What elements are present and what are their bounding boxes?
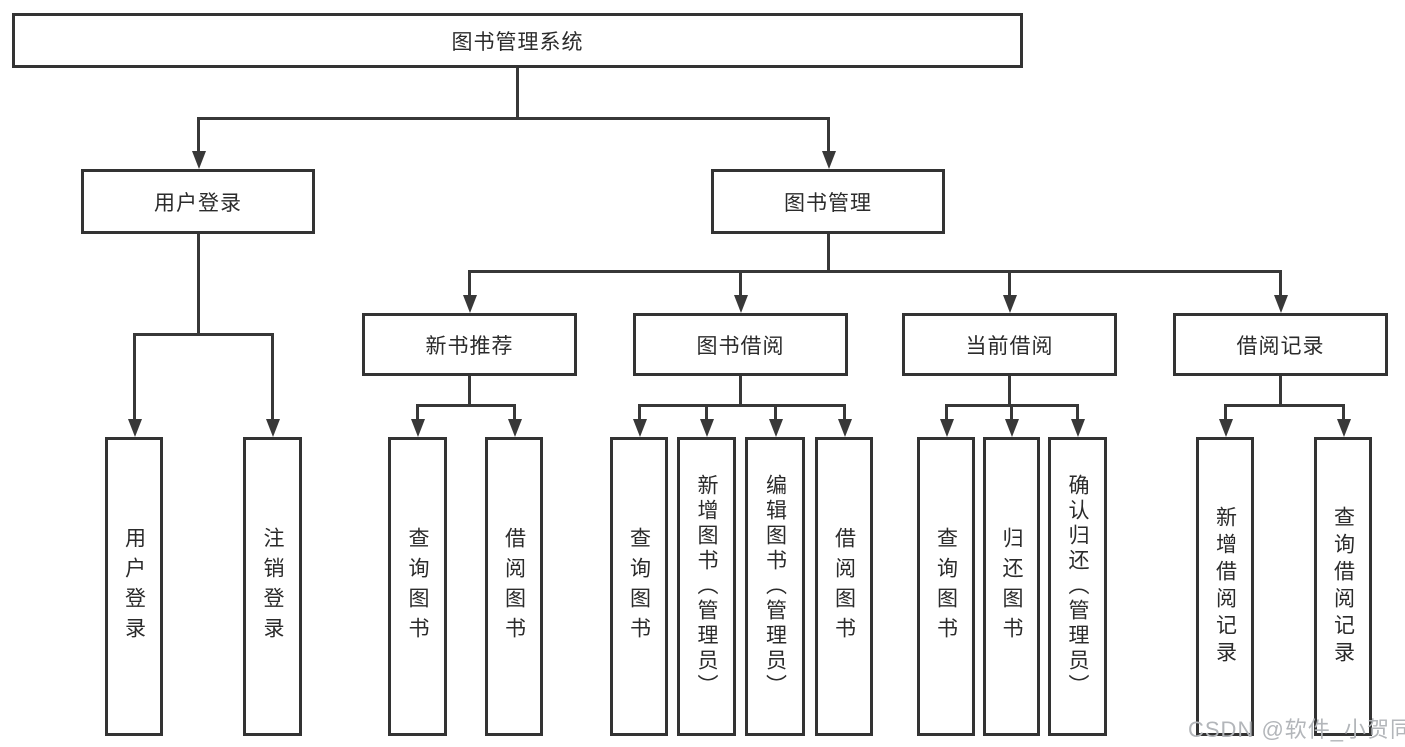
arrow-down-icon: [822, 151, 836, 169]
connector-drop-user-login: [197, 117, 200, 153]
node-user-login: 用户登录: [81, 169, 315, 234]
connector-drop-borrowing: [739, 270, 742, 297]
arrow-down-icon: [192, 151, 206, 169]
connector-drop-cu-query: [945, 404, 948, 421]
node-root: 图书管理系统: [12, 13, 1023, 68]
node-borrow-records-label: 借阅记录: [1236, 334, 1325, 358]
connector-new-books-stem: [468, 376, 471, 407]
connector-drop-bw-query: [638, 404, 641, 421]
arrow-down-icon: [1219, 419, 1233, 437]
connector-user-login-stem: [197, 234, 200, 335]
leaf-logout: 注销登录: [243, 437, 302, 736]
connector-drop-bw-edit: [774, 404, 777, 421]
connector-drop-new-books: [468, 270, 471, 297]
leaf-current-confirm-return-admin-label: 确认归还（管理员）: [1066, 474, 1090, 699]
leaf-records-query-record-label: 查询借阅记录: [1331, 505, 1355, 668]
connector-drop-book-mgmt: [827, 117, 830, 153]
node-book-management-label: 图书管理: [784, 191, 872, 215]
connector-drop-logout: [271, 333, 274, 421]
connector-records-branch: [1224, 404, 1345, 407]
connector-drop-rc-add: [1224, 404, 1227, 421]
connector-records-stem: [1279, 376, 1282, 407]
connector-level3-branch: [468, 270, 1282, 273]
leaf-current-query-books: 查询图书: [917, 437, 975, 736]
leaf-current-return-books-label: 归还图书: [1000, 526, 1024, 647]
node-borrow-records: 借阅记录: [1173, 313, 1388, 376]
connector-borrowing-branch: [638, 404, 846, 407]
leaf-records-add-record-label: 新增借阅记录: [1213, 505, 1237, 668]
node-new-book-recommend: 新书推荐: [362, 313, 577, 376]
node-user-login-label: 用户登录: [154, 191, 242, 215]
node-book-borrowing-label: 图书借阅: [696, 334, 785, 358]
arrow-down-icon: [1071, 419, 1085, 437]
leaf-logout-label: 注销登录: [261, 526, 285, 647]
connector-drop-nb-borrow: [513, 404, 516, 421]
leaf-records-add-record: 新增借阅记录: [1196, 437, 1254, 736]
leaf-newbooks-query-books-label: 查询图书: [406, 526, 430, 647]
connector-borrowing-stem: [739, 376, 742, 407]
connector-user-login-branch: [133, 333, 274, 336]
leaf-borrowing-edit-books-admin: 编辑图书（管理员）: [745, 437, 805, 736]
arrow-down-icon: [1337, 419, 1351, 437]
connector-drop-nb-query: [416, 404, 419, 421]
arrow-down-icon: [1274, 295, 1288, 313]
node-book-borrowing: 图书借阅: [633, 313, 848, 376]
leaf-borrowing-edit-books-admin-label: 编辑图书（管理员）: [763, 474, 787, 699]
node-root-label: 图书管理系统: [451, 30, 584, 54]
leaf-borrowing-borrow-books-label: 借阅图书: [832, 526, 856, 647]
node-current-borrowing-label: 当前借阅: [965, 334, 1054, 358]
arrow-down-icon: [128, 419, 142, 437]
arrow-down-icon: [633, 419, 647, 437]
leaf-current-confirm-return-admin: 确认归还（管理员）: [1048, 437, 1107, 736]
node-current-borrowing: 当前借阅: [902, 313, 1117, 376]
leaf-borrowing-add-books-admin-label: 新增图书（管理员）: [695, 474, 719, 699]
connector-drop-rc-query: [1342, 404, 1345, 421]
arrow-down-icon: [734, 295, 748, 313]
leaf-newbooks-borrow-books-label: 借阅图书: [502, 526, 526, 647]
arrow-down-icon: [1003, 295, 1017, 313]
arrow-down-icon: [1005, 419, 1019, 437]
leaf-newbooks-query-books: 查询图书: [388, 437, 447, 736]
leaf-user-login: 用户登录: [105, 437, 163, 736]
leaf-newbooks-borrow-books: 借阅图书: [485, 437, 543, 736]
leaf-borrowing-query-books: 查询图书: [610, 437, 668, 736]
leaf-current-query-books-label: 查询图书: [934, 526, 958, 647]
connector-drop-cu-return: [1010, 404, 1013, 421]
node-new-book-recommend-label: 新书推荐: [425, 334, 514, 358]
leaf-records-query-record: 查询借阅记录: [1314, 437, 1372, 736]
connector-drop-login: [133, 333, 136, 421]
leaf-borrowing-query-books-label: 查询图书: [627, 526, 651, 647]
connector-current-stem: [1008, 376, 1011, 407]
arrow-down-icon: [508, 419, 522, 437]
csdn-watermark: CSDN @软件_小贺同学: [1188, 717, 1405, 742]
arrow-down-icon: [411, 419, 425, 437]
connector-root-stem: [516, 68, 519, 120]
connector-drop-bw-add: [705, 404, 708, 421]
arrow-down-icon: [838, 419, 852, 437]
arrow-down-icon: [266, 419, 280, 437]
connector-drop-cu-confirm: [1076, 404, 1079, 421]
leaf-borrowing-borrow-books: 借阅图书: [815, 437, 873, 736]
arrow-down-icon: [700, 419, 714, 437]
connector-drop-bw-borrow: [843, 404, 846, 421]
node-book-management: 图书管理: [711, 169, 945, 234]
arrow-down-icon: [940, 419, 954, 437]
leaf-borrowing-add-books-admin: 新增图书（管理员）: [677, 437, 736, 736]
connector-book-mgmt-stem: [827, 234, 830, 273]
connector-new-books-branch: [416, 404, 516, 407]
connector-drop-records: [1279, 270, 1282, 297]
arrow-down-icon: [463, 295, 477, 313]
leaf-current-return-books: 归还图书: [983, 437, 1040, 736]
leaf-user-login-label: 用户登录: [122, 526, 146, 647]
connector-drop-current: [1008, 270, 1011, 297]
arrow-down-icon: [769, 419, 783, 437]
connector-level1-branch: [197, 117, 830, 120]
